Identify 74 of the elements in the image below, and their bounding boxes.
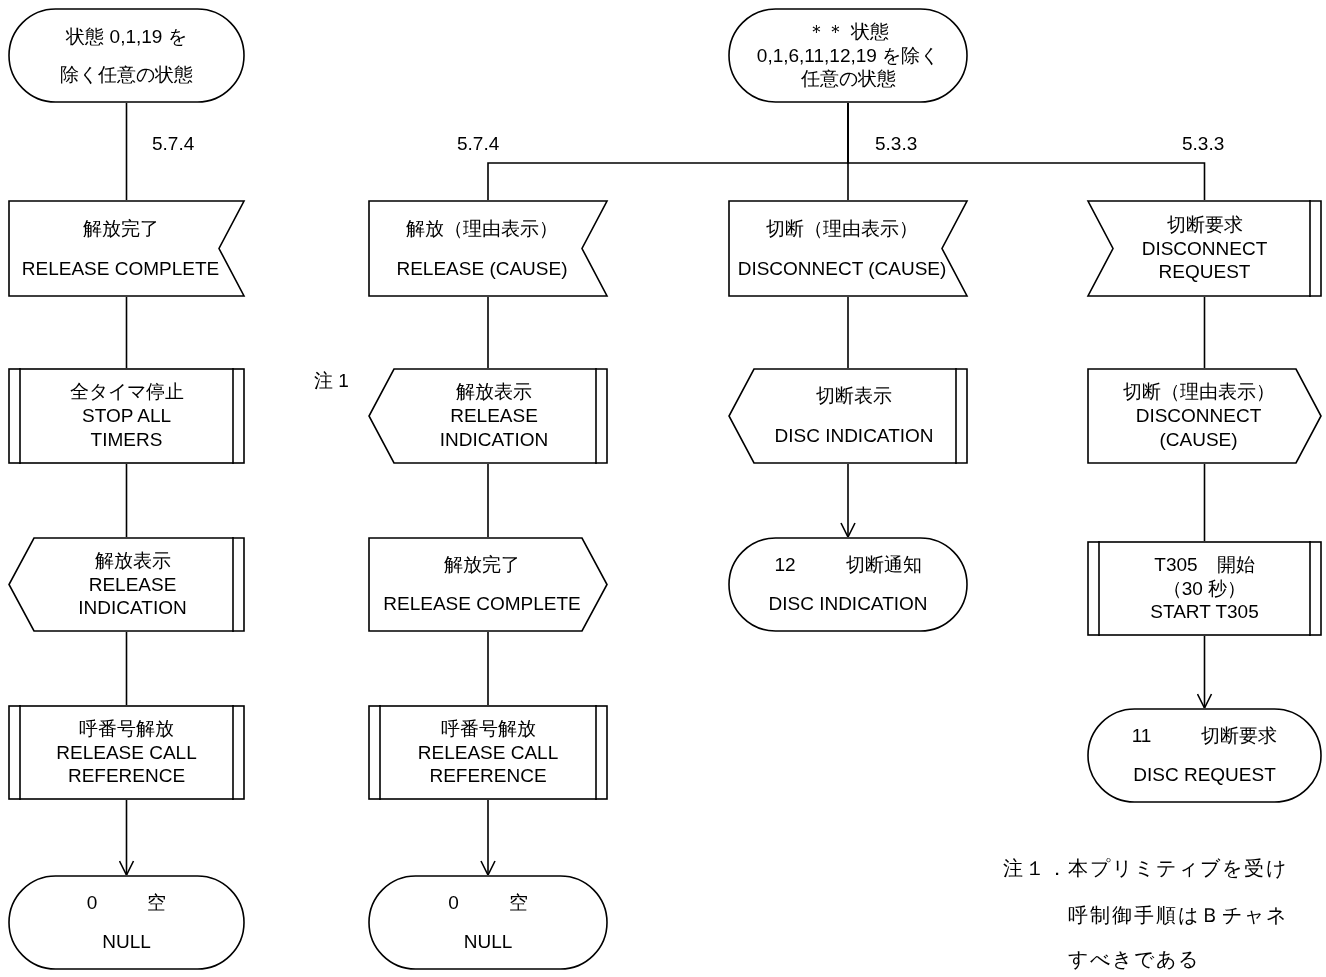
connector-line: [1203, 463, 1206, 542]
node-label: RELEASE INDICATION: [77, 572, 188, 621]
note-text: すべきである: [1068, 947, 1200, 972]
input-signal-symbol: [368, 200, 608, 297]
node-label: 0,1,6,11,12,19 を除く任意の状態: [755, 43, 941, 92]
connector-line: [487, 463, 489, 538]
node-label: 切断要求: [1166, 212, 1243, 237]
node-label: 切断要求: [1201, 723, 1278, 748]
node-label: 解放完了: [444, 552, 520, 577]
node-label: 解放表示: [456, 380, 532, 405]
node-label: DISCONNECT (CAUSE): [1134, 404, 1263, 452]
connector-line: [125, 102, 128, 201]
node-label: 11: [1131, 723, 1152, 748]
node-label: 解放（理由表示）: [406, 216, 558, 241]
node-label: 解放完了: [82, 216, 159, 241]
node-label: 切断（理由表示）: [1122, 380, 1275, 405]
node-label: 呼番号解放: [79, 716, 174, 741]
output-signal-symbol: [368, 537, 608, 632]
node-label: RELEASE (CAUSE): [396, 256, 568, 281]
node-label: DISC INDICATION: [774, 424, 934, 448]
node-label: 状態 0,1,19 を除く任意の状態: [59, 24, 194, 87]
node-label: 全タイマ停止: [69, 380, 184, 405]
node-label: DISC INDICATION: [768, 592, 928, 617]
input-signal-symbol: [728, 200, 968, 297]
node-label: 切断（理由表示）: [766, 216, 918, 241]
task-box: [8, 705, 245, 800]
connector-line: [847, 102, 1206, 201]
node-label: 空: [508, 890, 528, 915]
output-signal-symbol: [1087, 368, 1322, 464]
node-label: NULL: [463, 930, 513, 955]
node-label: 0: [448, 890, 459, 915]
input-signal-symbol: [1087, 200, 1322, 297]
note-text: 注１．: [1003, 856, 1069, 881]
node-label: RELEASE INDICATION: [438, 404, 550, 452]
task-box: [8, 368, 245, 464]
node-label: DISCONNECT REQUEST: [1140, 236, 1269, 285]
connector-line: [118, 799, 135, 876]
node-label: START T305: [1150, 600, 1259, 625]
input-signal-symbol: [8, 200, 245, 297]
connector-line: [847, 296, 849, 369]
note-text: 本プリミティブを受け: [1068, 856, 1288, 881]
connector-line: [125, 463, 128, 538]
output-signal-symbol: [728, 368, 968, 464]
node-label: RELEASE CALL REFERENCE: [55, 740, 198, 789]
node-label: 0: [86, 890, 98, 915]
node-label: 解放表示: [94, 548, 171, 573]
node-label: STOP ALL TIMERS: [80, 404, 173, 452]
connector-line: [125, 296, 128, 369]
node-label: RELEASE CALL REFERENCE: [416, 740, 560, 789]
connector-line: [1203, 296, 1206, 369]
task-box: [1087, 541, 1322, 636]
node-label: T305 開始: [1154, 552, 1255, 577]
connector-line: [480, 799, 496, 876]
output-signal-symbol: [8, 537, 245, 632]
node-label: （30 秒）: [1162, 576, 1247, 601]
task-box: [368, 705, 608, 800]
node-label: 空: [147, 890, 167, 915]
node-label: DISC REQUEST: [1133, 763, 1276, 788]
note-text: 呼制御手順はＢチャネ: [1068, 903, 1288, 928]
connector-line: [125, 631, 128, 706]
node-label: ＊＊ 状態: [807, 19, 889, 44]
node-label: 切断通知: [845, 552, 922, 577]
node-label: RELEASE COMPLETE: [383, 592, 581, 617]
connector-line: [1196, 635, 1213, 709]
node-label: RELEASE COMPLETE: [21, 256, 220, 281]
connector-line: [840, 463, 856, 538]
node-label: NULL: [102, 930, 151, 955]
node-label: DISCONNECT (CAUSE): [737, 256, 947, 281]
connector-line: [487, 296, 489, 369]
connector-line: [487, 631, 489, 706]
node-label: 12: [774, 552, 796, 577]
node-label: 切断表示: [816, 384, 892, 408]
output-signal-symbol: [368, 368, 608, 464]
node-label: 呼番号解放: [440, 716, 536, 741]
